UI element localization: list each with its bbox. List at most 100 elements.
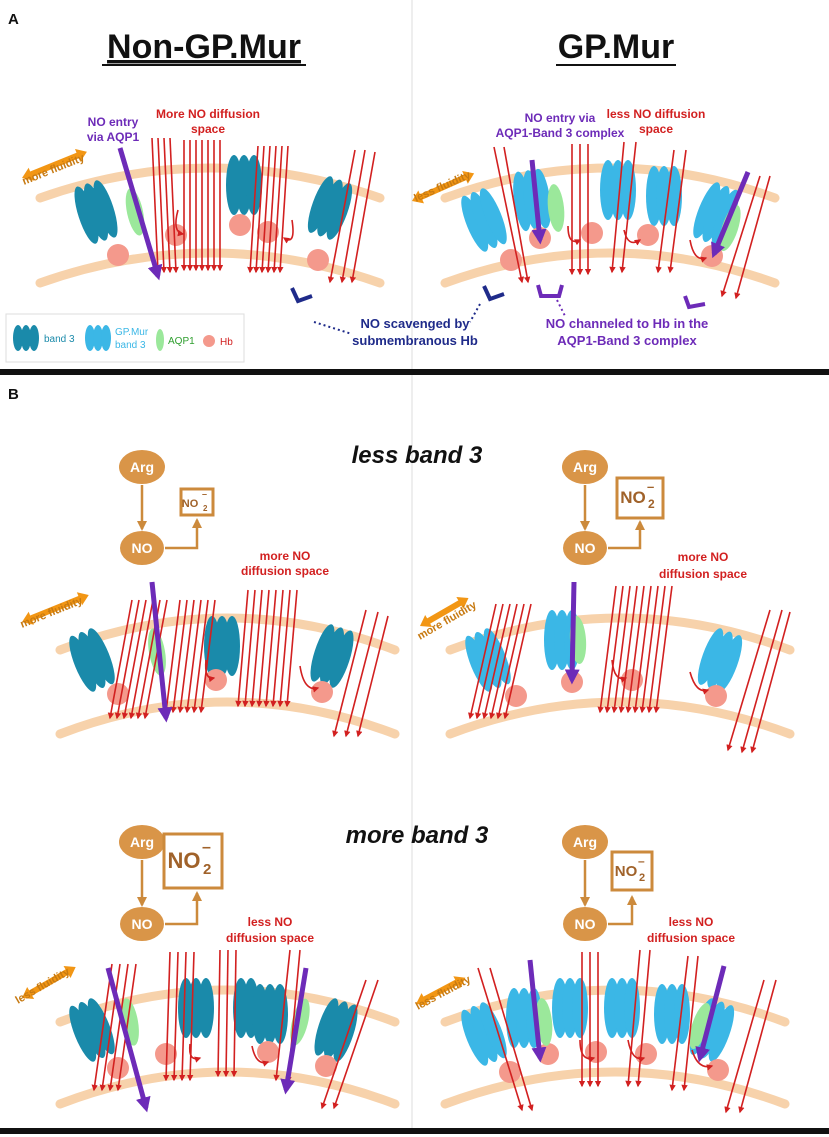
diffusion-label-line2: space — [639, 122, 673, 136]
double-headed-arrow-icon — [412, 171, 475, 204]
band3-cluster — [310, 624, 354, 688]
channeled-brackets — [536, 284, 706, 310]
scavenged-label-line1: NO scavenged by — [360, 316, 470, 331]
diffusion-label-line2: diffusion space — [659, 567, 747, 581]
membrane-a-right: less fluidity — [412, 141, 780, 300]
no-to-hb-arrow — [567, 225, 582, 246]
no-diffusion-arrow — [625, 585, 645, 714]
no-to-hb-arrow — [188, 1043, 202, 1063]
fluidity-arrow — [412, 171, 475, 204]
nitrite-superscript: – — [647, 479, 654, 494]
fluidity-arrow — [22, 149, 87, 181]
no-diffusion-arrow — [107, 599, 133, 720]
pathway-b1-left: Arg NO NO 2 – — [119, 450, 215, 565]
band3-subunit — [224, 616, 240, 676]
nitrite-superscript: – — [202, 839, 211, 856]
panel-b-label: B — [8, 386, 19, 403]
band3-subunit — [697, 628, 724, 685]
band3-subunit — [461, 1009, 489, 1066]
no-diffusion-arrow — [235, 589, 249, 708]
title-non-gpmur: Non-GP.Mur — [107, 28, 301, 66]
no-diffusion-arrow — [496, 603, 525, 720]
band3-subunit — [69, 1005, 97, 1062]
aqp1-channel — [719, 205, 741, 251]
band3-cluster — [178, 978, 214, 1038]
no-diffusion-arrow — [170, 599, 188, 714]
band3-cluster — [69, 628, 115, 692]
arg-node — [562, 450, 608, 484]
band3-subunit — [572, 978, 588, 1038]
no-diffusion-arrow — [639, 585, 659, 714]
fluidity-arrow — [420, 596, 469, 628]
no-diffusion-arrow — [277, 145, 289, 274]
band3-subunit — [674, 984, 690, 1044]
arg-node — [119, 450, 165, 484]
no-diffusion-arrow — [597, 585, 617, 714]
no-diffusion-arrow — [619, 141, 637, 274]
no-diffusion-arrow — [169, 137, 179, 274]
band3-subunit — [479, 188, 507, 245]
aqp1-channel — [689, 1003, 711, 1049]
band3-subunit — [87, 628, 115, 685]
no-diffusion-arrow — [121, 599, 147, 720]
band3-subunit — [708, 1005, 735, 1062]
hb-circle — [705, 685, 727, 707]
no-diffusion-arrow — [170, 951, 179, 1082]
band3-subunit — [314, 998, 339, 1056]
channeled-label-line2: AQP1-Band 3 complex — [557, 333, 697, 348]
band3-cluster — [314, 998, 358, 1062]
no-to-nitrite-arrow — [165, 518, 202, 550]
no-diffusion-arrow — [669, 955, 689, 1092]
nitrite-label: NO — [615, 863, 638, 880]
band3-subunit — [324, 1001, 348, 1059]
no-diffusion-arrow — [482, 603, 511, 720]
no-diffusion-arrow — [635, 949, 651, 1088]
arg-label: Arg — [573, 834, 597, 850]
no-diffusion-arrow — [222, 949, 230, 1078]
no-diffusion-arrow — [604, 585, 624, 714]
diffusion-label-line1: more NO — [678, 550, 729, 564]
nitrite-superscript: – — [202, 489, 207, 499]
diffusion-label-line2: diffusion space — [647, 931, 735, 945]
diffusion-label-line1: less NO diffusion — [607, 107, 706, 121]
band3-cluster — [69, 998, 115, 1062]
no-diffusion-arrow — [163, 137, 173, 274]
aqp1-channel — [547, 184, 565, 232]
nitrite-subscript: 2 — [203, 504, 208, 513]
no-entry-label-line2: via AQP1 — [87, 130, 140, 144]
no-node — [563, 531, 607, 565]
gpmur-band3-cluster — [693, 182, 739, 246]
no-diffusion-arrow — [738, 979, 777, 1114]
legend-gpmur-label-line1: GP.Mur — [115, 327, 149, 338]
no-to-nitrite-arrow — [165, 891, 202, 926]
gpmur-band3-cluster — [697, 628, 743, 692]
hb-circle — [635, 1043, 657, 1065]
row-heading-less-band3: less band 3 — [352, 442, 483, 469]
no-diffusion-arrow — [475, 603, 504, 720]
scavenged-brackets — [290, 285, 505, 304]
no-diffusion-arrow — [720, 175, 761, 298]
nitrite-box — [162, 832, 224, 890]
aqp1-entry-arrow — [527, 959, 547, 1063]
membrane-b2-left: less fluidity — [14, 949, 400, 1113]
no-diffusion-arrow — [609, 141, 625, 274]
band3-subunit — [84, 183, 108, 241]
no-diffusion-arrow — [184, 599, 202, 714]
no-diffusion-arrow — [655, 149, 675, 274]
fluidity-arrow — [22, 965, 76, 1000]
hb-circle — [205, 669, 227, 691]
band3-subunit — [78, 632, 106, 688]
no-diffusion-arrow — [142, 599, 168, 720]
hb-circle — [311, 681, 333, 703]
band3-subunit — [93, 180, 118, 238]
no-diffusion-arrow — [618, 585, 638, 714]
no-diffusion-arrow — [740, 609, 783, 754]
no-diffusion-arrow — [646, 585, 666, 714]
section-divider-a-b — [0, 369, 829, 375]
no-diffusion-arrow — [214, 949, 222, 1078]
nitrite-label: NO — [168, 848, 201, 873]
no-label: NO — [575, 916, 596, 932]
hb-circle — [581, 222, 603, 244]
no-diffusion-arrow — [724, 979, 765, 1114]
nitrite-box — [179, 487, 215, 517]
